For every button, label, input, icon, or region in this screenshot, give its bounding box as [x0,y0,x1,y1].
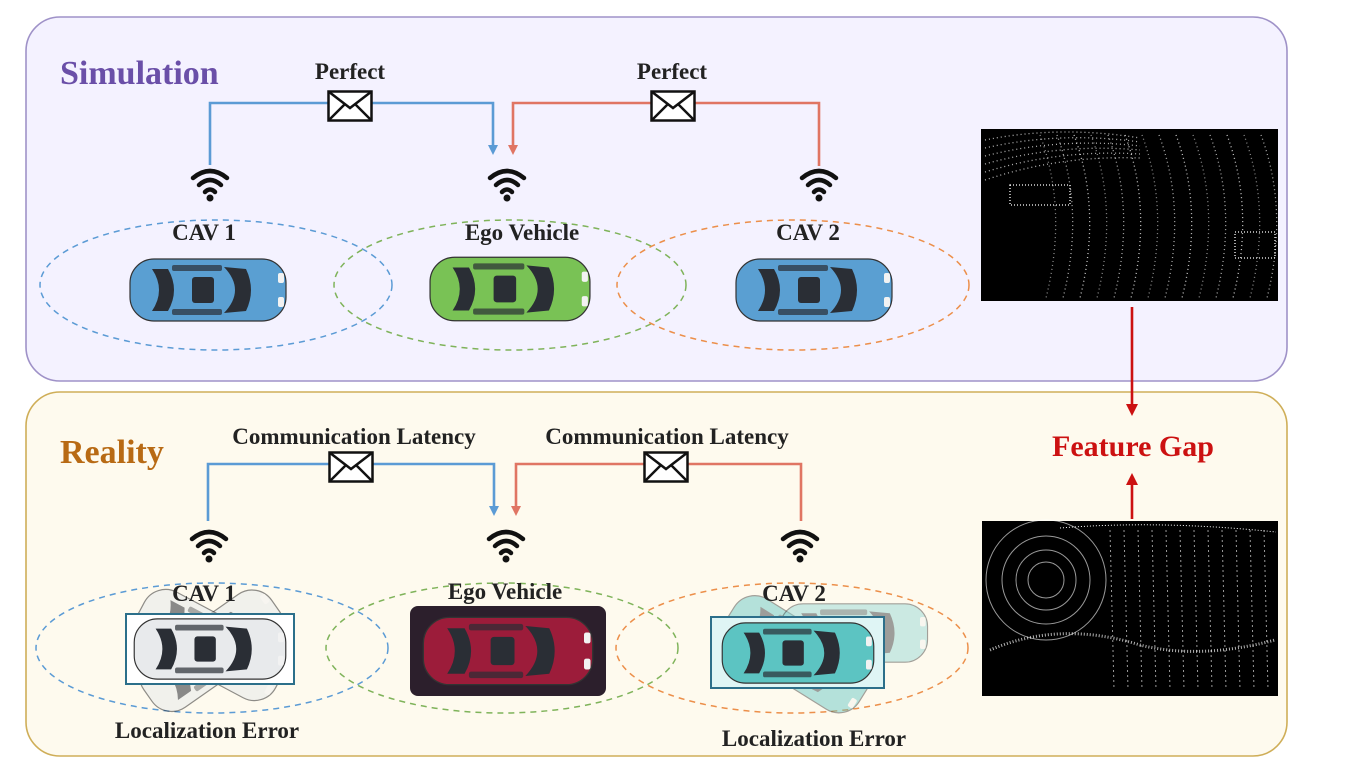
real-cav2-label: CAV 2 [762,581,826,606]
sim-ego-car-icon [429,256,591,322]
real-ego-range [325,582,679,714]
feature-gap-label: Feature Gap [1052,430,1214,463]
sim-cav2-car-icon [735,258,893,322]
real-error-left-label: Localization Error [115,718,299,743]
real-cav2-ghost-group [710,585,929,723]
sim-ego-label: Ego Vehicle [465,220,579,245]
sim-cav2-label: CAV 2 [776,220,840,245]
real-cav1-car-icon [133,618,287,680]
real-link-right-label: Communication Latency [545,424,789,449]
envelope-icon [650,90,696,122]
sim-cav1-range [39,219,393,351]
sim-link-right-label: Perfect [637,59,708,84]
sim-cav1-label: CAV 1 [172,220,236,245]
real-cav1-label: CAV 1 [172,581,236,606]
real-point-cloud-image [982,519,1278,696]
real-cav1-range [35,582,389,714]
envelope-icon [327,90,373,122]
real-cav2-range [615,582,969,714]
real-ego-label: Ego Vehicle [448,579,562,604]
sim-cav1-car-icon [129,258,287,322]
real-cav2-car-icon [721,622,875,684]
sim-ego-range [333,219,687,351]
real-error-right-label: Localization Error [722,726,906,751]
reality-panel [25,391,1288,757]
envelope-icon [643,451,689,483]
real-cav1-ghost-group [125,580,295,722]
simulation-title: Simulation [60,55,219,92]
sim-link-left-label: Perfect [315,59,386,84]
sim-point-cloud-image [981,129,1278,301]
real-ego-car-icon [422,616,594,686]
reality-title: Reality [60,434,164,471]
real-link-left-label: Communication Latency [232,424,476,449]
sim-cav2-range [616,219,970,351]
envelope-icon [328,451,374,483]
